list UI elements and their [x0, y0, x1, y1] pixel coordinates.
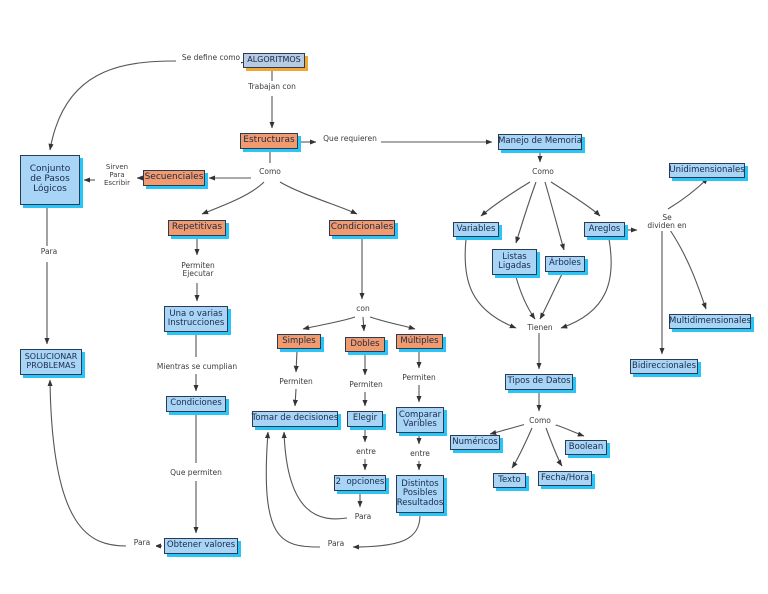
edge-label-para-obtener: Para: [128, 538, 156, 548]
node-conjunto[interactable]: Conjunto de Pasos Lógicos: [20, 155, 80, 205]
node-unidimensionales[interactable]: Unidimensionales: [669, 163, 745, 178]
edge-label-entre-comparar: entre: [406, 449, 434, 459]
node-dobles[interactable]: Dobles: [345, 337, 385, 352]
edge-label-con-condicionales: con: [351, 304, 375, 314]
node-bidireccionales[interactable]: Bidireccionales: [630, 359, 698, 374]
edge-label-tienen: Tienen: [524, 323, 556, 333]
node-simples[interactable]: Simples: [277, 334, 321, 349]
node-estructuras[interactable]: Estructuras: [240, 133, 298, 149]
node-areglos[interactable]: Areglos: [584, 222, 625, 237]
node-comparar[interactable]: Comparar Varibles: [396, 407, 444, 433]
node-multidimensionales[interactable]: Multidimensionales: [669, 314, 751, 329]
node-condiciones[interactable]: Condiciones: [166, 396, 226, 412]
edge-label-trabajan-con: Trabajan con: [243, 82, 301, 92]
node-multiples[interactable]: Múltiples: [396, 334, 443, 349]
edge-label-como-memoria: Como: [527, 167, 559, 177]
node-memoria[interactable]: Manejo de Memoria: [498, 134, 582, 150]
edge-label-como-estructuras: Como: [254, 167, 286, 177]
edge-label-para-dosopciones: Para: [349, 512, 377, 522]
node-fechahora[interactable]: Fecha/Hora: [538, 471, 592, 486]
edge-label-se-dividen-en: Se dividen en: [643, 213, 691, 231]
node-listas[interactable]: Listas Ligadas: [492, 249, 537, 275]
edge-label-permiten-ejecutar: Permiten Ejecutar: [176, 261, 220, 279]
edge-label-permiten-simples: Permiten: [275, 377, 317, 387]
node-instrucciones[interactable]: Una o varias Instrucciones: [164, 306, 228, 332]
edge-label-se-define-como: Se define como: [178, 53, 244, 63]
node-dosopciones[interactable]: 2 opciones: [334, 475, 386, 491]
node-algoritmos[interactable]: ALGORITMOS: [243, 53, 305, 68]
edge-label-como-tipos: Como: [524, 416, 556, 426]
node-variables[interactable]: Variables: [453, 222, 499, 237]
node-distintos[interactable]: Distintos Posibles Resultados: [396, 475, 444, 513]
node-tomar[interactable]: Tomar de decisiones: [252, 411, 338, 427]
edge-label-mientras-se-cumplian: Mientras se cumplian: [152, 362, 242, 372]
node-solucionar[interactable]: SOLUCIONAR PROBLEMAS: [20, 349, 82, 375]
edge-label-para-distintos: Para: [322, 539, 350, 549]
node-arboles[interactable]: Árboles: [545, 256, 585, 272]
node-condicionales[interactable]: Condicionales: [329, 220, 395, 236]
edge-label-permiten-multiples: Permiten: [398, 373, 440, 383]
edge-label-que-permiten: Que permiten: [167, 468, 225, 478]
node-tipos[interactable]: Tipos de Datos: [505, 374, 573, 390]
edge-label-que-requieren: Que requieren: [319, 134, 381, 144]
node-texto[interactable]: Texto: [493, 473, 526, 488]
node-numericos[interactable]: Numéricos: [450, 435, 500, 450]
edge-label-entre-elegir: entre: [352, 447, 380, 457]
edge-label-sirven-para-escribir: Sirven Para Escribir: [97, 163, 137, 188]
node-boolean[interactable]: Boolean: [565, 440, 607, 455]
node-obtener[interactable]: Obtener valores: [164, 538, 238, 554]
node-repetitivas[interactable]: Repetitivas: [168, 220, 226, 236]
node-elegir[interactable]: Elegir: [347, 411, 383, 427]
edge-label-permiten-dobles: Permiten: [345, 380, 387, 390]
node-secuenciales[interactable]: Secuenciales: [143, 170, 205, 186]
edge-label-para-conjunto: Para: [35, 247, 63, 257]
